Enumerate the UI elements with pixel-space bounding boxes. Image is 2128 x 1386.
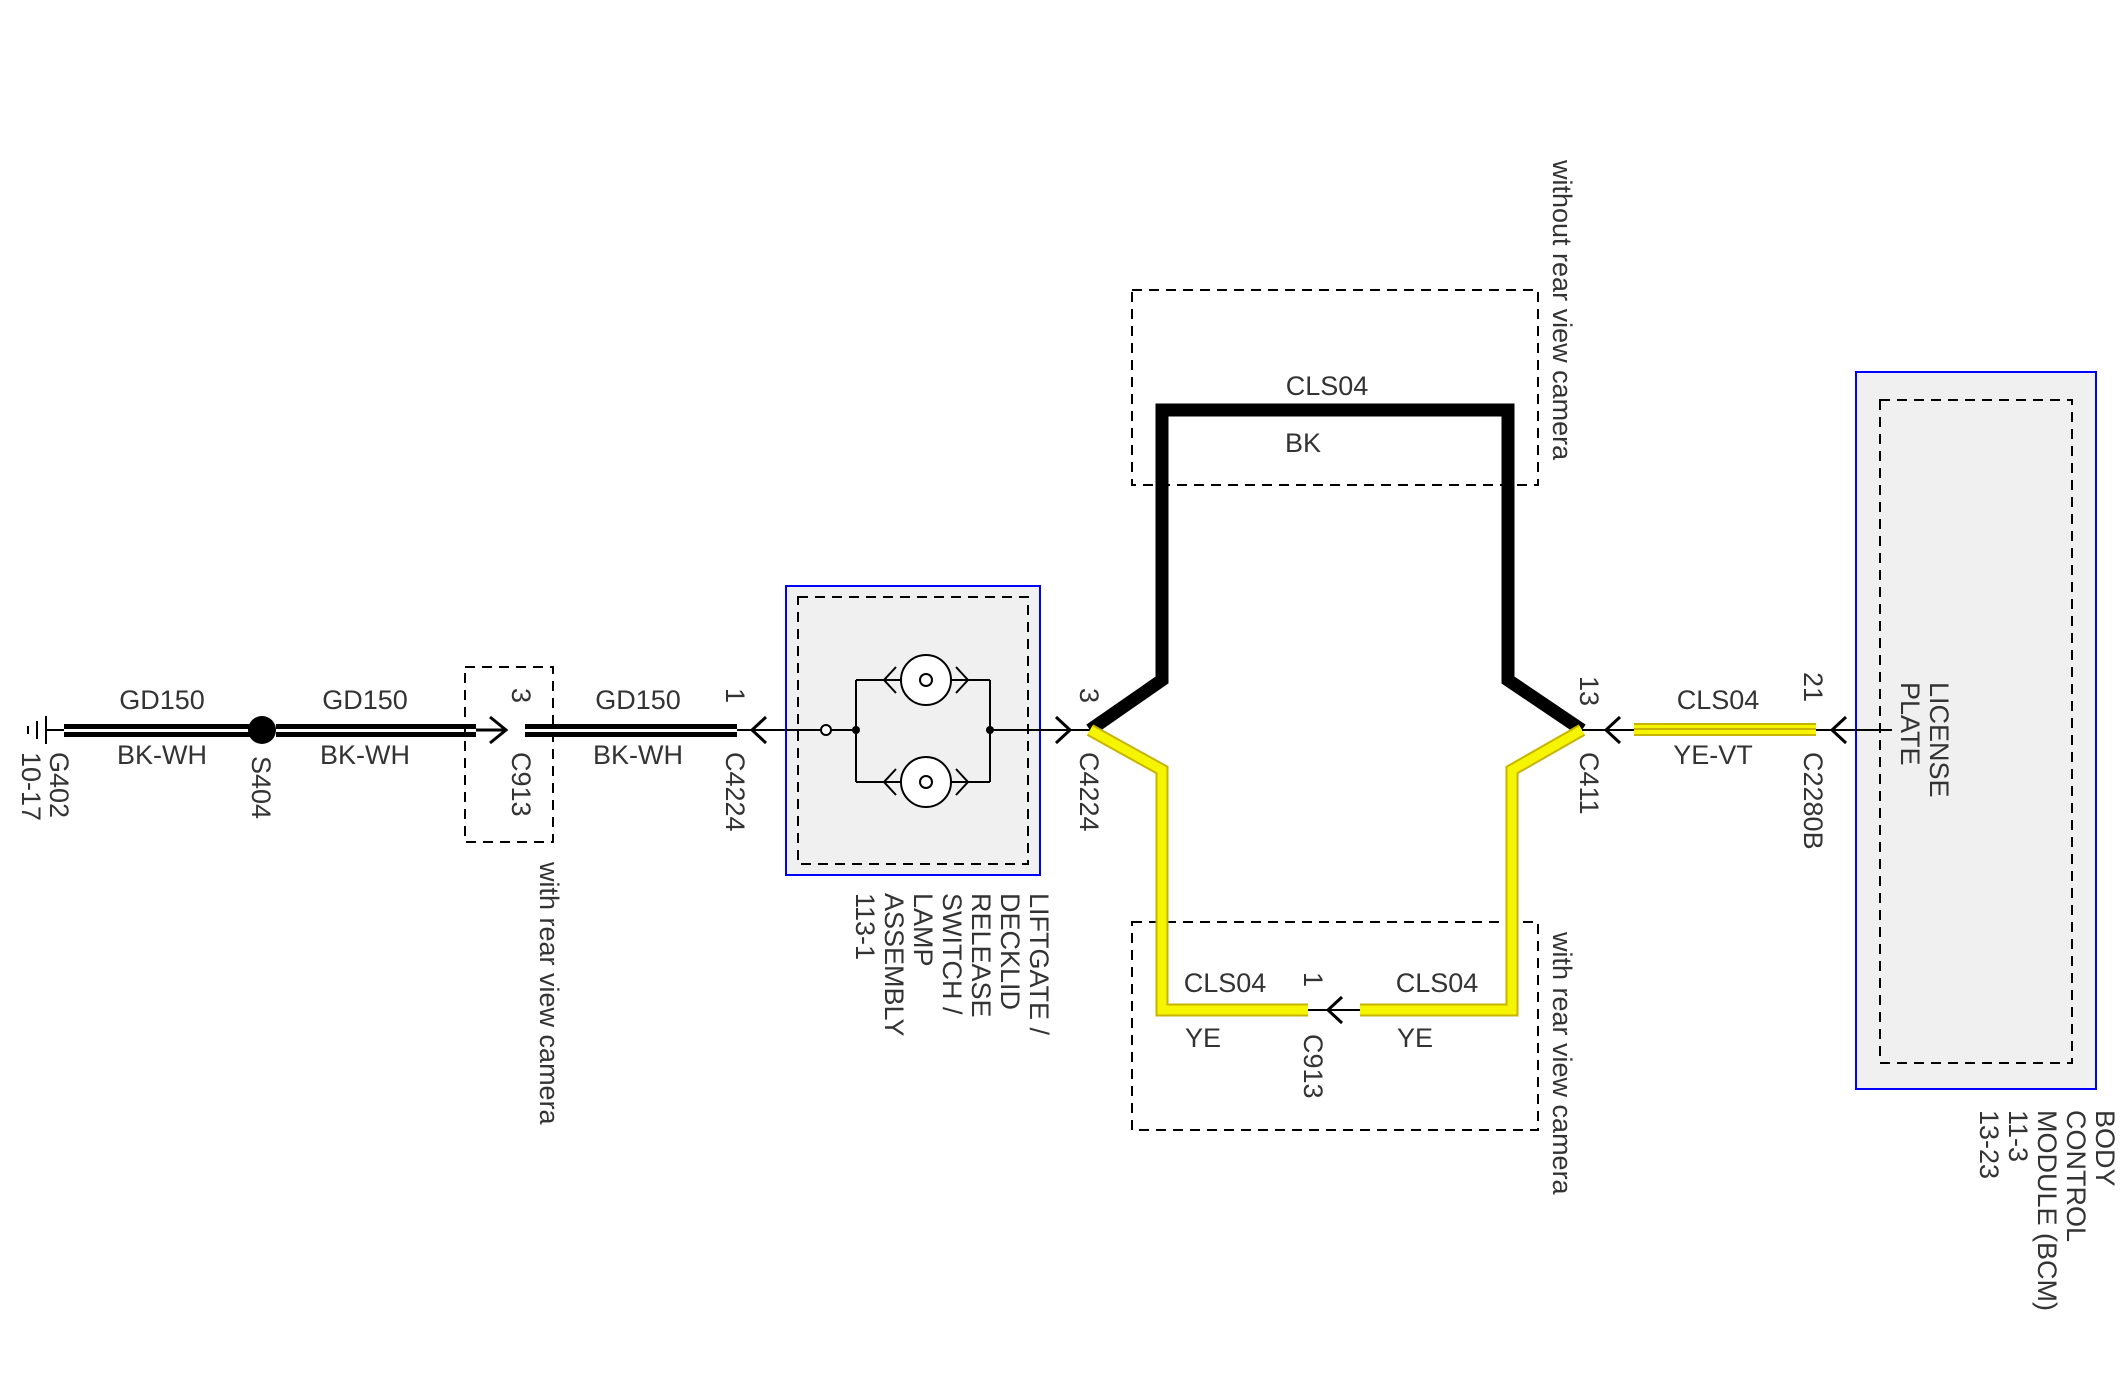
ground-page-ref: 10-17 [16,752,46,821]
connector-c913-left-pin: 3 [506,688,536,703]
svg-text:RELEASE: RELEASE [966,893,996,1018]
connector-c4224-left-symbol [749,715,768,745]
optional-camera-box-right [1131,921,1539,1131]
connector-c2280b-pin: 21 [1798,672,1828,702]
connector-c4224-right-name: C4224 [1074,752,1104,832]
wire-gd150-b [276,724,476,737]
connector-c411-symbol [1603,715,1622,745]
note-with-camera-left: with rear view camera [534,861,564,1126]
wire-cls04-ye-left-circuit: CLS04 [1184,968,1267,998]
svg-text:LAMP: LAMP [908,893,938,967]
connector-c4224-left-pin: 1 [720,688,750,703]
wire-gd150-a [64,724,262,737]
wire-gd150-a-circuit: GD150 [119,685,205,715]
wire-gd150-c-color: BK-WH [593,740,683,770]
svg-text:LICENSE: LICENSE [1924,682,1954,798]
bcm-internal-label: LICENSE PLATE [1895,682,1954,798]
connector-c2280b-symbol [1829,715,1848,745]
svg-text:13-23: 13-23 [1974,1110,2004,1179]
svg-text:113-1: 113-1 [850,893,880,960]
bcm-inner [1879,399,2073,1064]
ground-label: G402 [44,752,74,818]
connector-c411-pin: 13 [1574,676,1604,706]
splice-dot [248,716,276,744]
wire-cls04-bk [1086,403,1586,736]
wire-cls04-yevt-color: YE-VT [1673,740,1753,770]
connector-c2280b-name: C2280B [1798,752,1828,850]
connector-c913-left-name: C913 [506,752,536,817]
wire-cls04-bk-circuit: CLS04 [1286,371,1369,401]
wire-gd150-b-color: BK-WH [320,740,410,770]
wire-cls04-ye [1086,724,1586,1017]
bcm-label: BODY CONTROL MODULE (BCM) 11-3 13-23 [1974,1110,2120,1311]
wire-cls04-yevt-circuit: CLS04 [1677,685,1760,715]
wire-cls04-ye-right-color: YE [1397,1023,1433,1053]
note-with-camera-right: with rear view camera [1547,931,1577,1196]
wire-cls04-ye-left-color: YE [1185,1023,1221,1053]
svg-text:MODULE (BCM): MODULE (BCM) [2032,1110,2062,1311]
liftgate-assembly-label: LIFTGATE / DECKLID RELEASE SWITCH / LAMP… [850,893,1054,1037]
connector-c4224-left-name: C4224 [720,752,750,832]
lamp-bulb-icon [786,654,1040,808]
connector-c4224-right-pin: 3 [1074,688,1104,703]
svg-text:CONTROL: CONTROL [2061,1110,2091,1242]
connector-c4224-right-symbol [1054,715,1073,745]
wire-gd150-a-color: BK-WH [117,740,207,770]
optional-camera-box-left [464,666,554,843]
note-without-camera: without rear view camera [1547,159,1577,461]
splice-label: S404 [246,756,276,819]
svg-text:LIFTGATE /: LIFTGATE / [1024,893,1054,1036]
connector-c913-bottom-pin: 1 [1298,972,1328,987]
connector-c913-bottom-symbol [1325,995,1344,1025]
optional-no-camera-box [1131,289,1539,486]
svg-text:PLATE: PLATE [1895,682,1925,766]
svg-text:SWITCH /: SWITCH / [937,893,967,1015]
wire-gd150-b-circuit: GD150 [322,685,408,715]
svg-text:BODY: BODY [2090,1110,2120,1187]
connector-c411-name: C411 [1574,752,1604,815]
wire-cls04-yevt [1634,723,1816,736]
wire-cls04-bk-color: BK [1285,428,1321,458]
ground-symbol-icon [27,716,64,744]
wire-gd150-c-circuit: GD150 [595,685,681,715]
svg-text:DECKLID: DECKLID [995,893,1025,1010]
svg-text:11-3: 11-3 [2003,1110,2033,1162]
wire-gd150-c [525,724,737,737]
bcm-box [1855,371,2097,1090]
wire-cls04-ye-right-circuit: CLS04 [1396,968,1479,998]
connector-c913-bottom-name: C913 [1298,1034,1328,1099]
svg-text:ASSEMBLY: ASSEMBLY [879,893,909,1037]
